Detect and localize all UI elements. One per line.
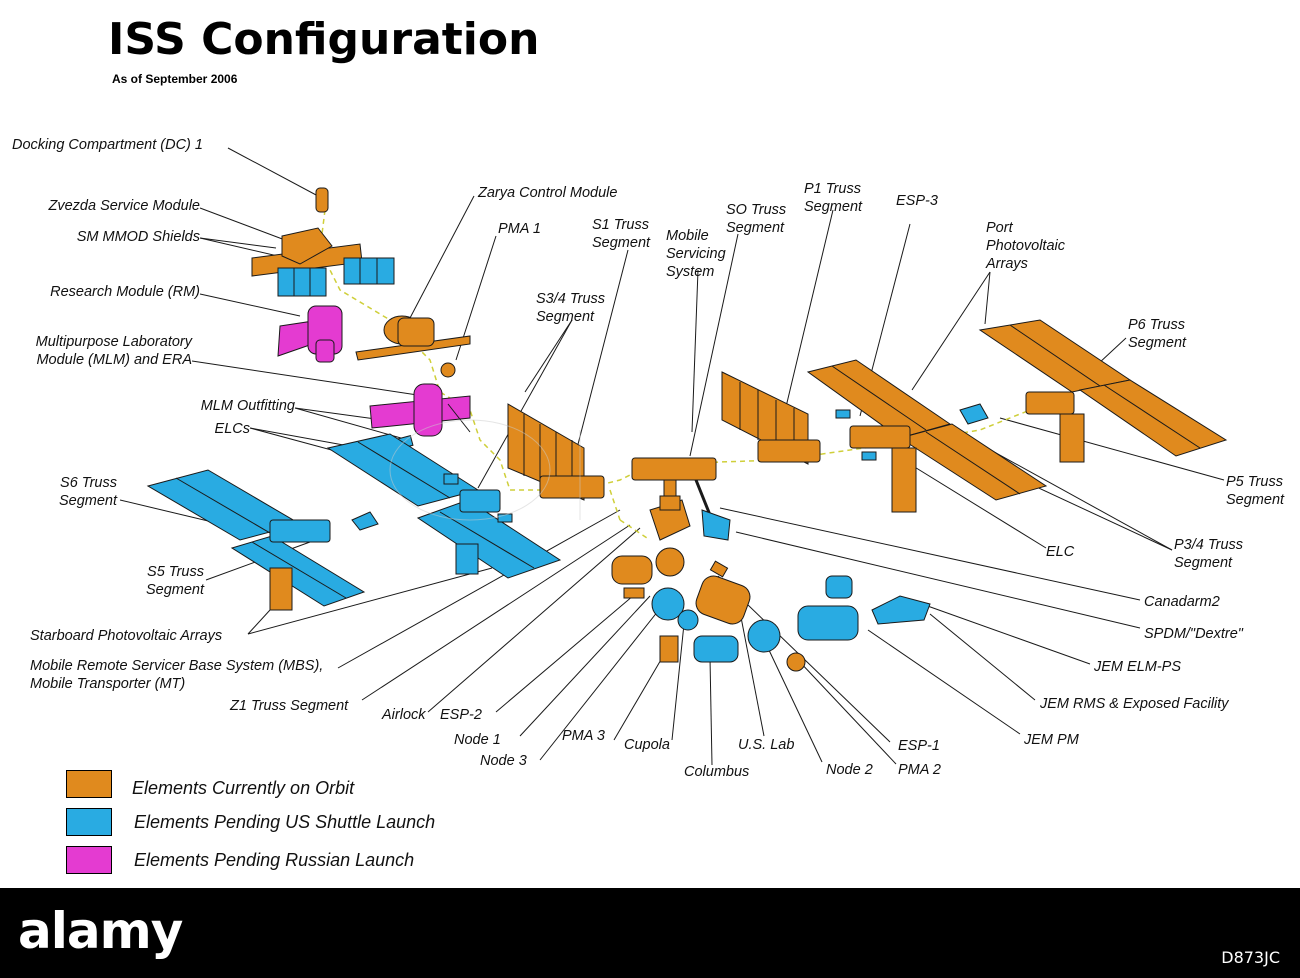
label-esp1: ESP-1: [898, 738, 940, 754]
label-esp3: ESP-3: [896, 193, 938, 209]
legend-swatch-on-orbit: [66, 770, 112, 798]
legend-swatch-russian: [66, 846, 112, 874]
label-jem-elm: JEM ELM-PS: [1094, 659, 1182, 675]
legend-swatch-us-shuttle: [66, 808, 112, 836]
label-port-pv: Port Photovoltaic Arrays: [986, 220, 1065, 272]
label-starboard-pv: Starboard Photovoltaic Arrays: [30, 628, 223, 644]
label-s5-truss: S5 Truss Segment: [145, 564, 204, 598]
label-columbus: Columbus: [684, 764, 750, 780]
legend-label-on-orbit: Elements Currently on Orbit: [132, 778, 355, 798]
page-title: ISS Configuration: [108, 14, 540, 65]
label-cupola: Cupola: [624, 737, 670, 753]
label-node2: Node 2: [826, 762, 873, 778]
research-module-shape: [277, 305, 343, 363]
s34-truss-shape: [443, 473, 513, 575]
label-zvezda: Zvezda Service Module: [48, 198, 200, 214]
zarya-shape: [355, 315, 471, 378]
label-esp2: ESP-2: [440, 707, 482, 723]
canadarm2-shape: [694, 479, 731, 541]
label-mlm: Multipurpose Laboratory Module (MLM) and…: [35, 334, 192, 368]
label-docking-compartment: Docking Compartment (DC) 1: [12, 137, 203, 153]
stock-footer: alamy D873JC: [0, 888, 1300, 978]
label-zarya: Zarya Control Module: [478, 185, 618, 201]
label-sm-mmod: SM MMOD Shields: [76, 229, 200, 245]
p6-truss-shape: [1025, 391, 1085, 463]
label-p5-truss: P5 Truss Segment: [1226, 474, 1285, 508]
label-s1-truss: S1 Truss Segment: [592, 217, 651, 251]
label-pma2: PMA 2: [898, 762, 941, 778]
stock-image-id: D873JC: [1221, 948, 1280, 967]
label-us-lab: U.S. Lab: [738, 737, 795, 753]
label-pma1: PMA 1: [498, 221, 541, 237]
label-canadarm2: Canadarm2: [1144, 594, 1220, 610]
label-spdm: SPDM/"Dextre": [1144, 626, 1243, 642]
label-mbs: Mobile Remote Servicer Base System (MBS)…: [30, 658, 324, 692]
legend-label-us-shuttle: Elements Pending US Shuttle Launch: [134, 812, 436, 832]
s6-truss-shape: [269, 519, 331, 611]
legend-label-russian: Elements Pending Russian Launch: [134, 850, 415, 870]
label-elc: ELC: [1046, 544, 1075, 560]
label-node3: Node 3: [480, 753, 527, 769]
mlm-shape: [369, 383, 471, 437]
label-airlock: Airlock: [382, 707, 426, 723]
label-s34-truss: S3/4 Truss Segment: [536, 291, 606, 325]
label-z1-truss: Z1 Truss Segment: [230, 698, 349, 714]
alamy-logo: alamy: [18, 902, 183, 960]
label-pma3: PMA 3: [562, 728, 605, 744]
label-jem-rms: JEM RMS & Exposed Facility: [1040, 696, 1229, 712]
s5-truss-shape: [351, 511, 379, 531]
label-research-module: Research Module (RM): [50, 284, 200, 300]
label-mlm-outfitting: MLM Outfitting: [200, 398, 295, 414]
label-node1: Node 1: [454, 732, 501, 748]
label-p1-truss: P1 Truss Segment: [804, 181, 863, 215]
page-subtitle: As of September 2006: [112, 72, 238, 86]
modules-cluster: [611, 547, 931, 672]
p34-truss-shape: [835, 409, 917, 513]
label-jem-pm: JEM PM: [1024, 732, 1079, 748]
p1-truss-shape: [721, 371, 821, 465]
label-p34-truss: P3/4 Truss Segment: [1174, 537, 1244, 571]
node1-airlock-shape: [649, 495, 691, 541]
p5-truss-shape: [959, 403, 989, 425]
label-elcs: ELCs: [214, 421, 250, 437]
label-p6-truss: P6 Truss Segment: [1128, 317, 1187, 351]
label-mss: Mobile Servicing System: [666, 228, 726, 280]
s1-truss-shape: [507, 403, 605, 501]
zvezda-shape: [251, 227, 395, 297]
p6-array-shape: [978, 319, 1228, 457]
docking-compartment-shape: [315, 187, 329, 213]
watermark-marks: [389, 419, 581, 521]
label-s6-truss: S6 Truss Segment: [58, 475, 117, 509]
p34-array-shape: [806, 359, 1048, 501]
label-so-truss: SO Truss Segment: [726, 202, 787, 236]
